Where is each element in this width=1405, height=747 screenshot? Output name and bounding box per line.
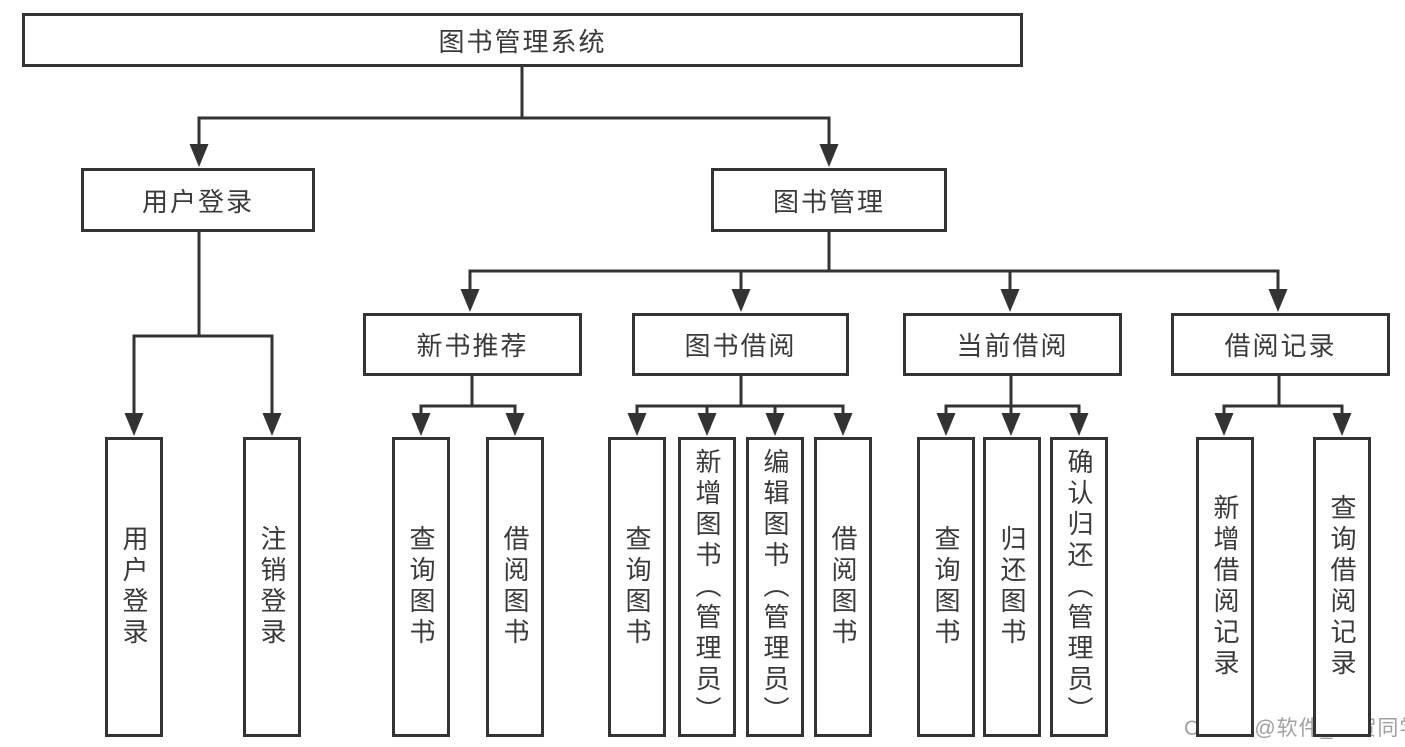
arrowhead-book-borrowing-children-1 <box>697 413 717 436</box>
node-add-borrow-record: 新增借阅记录 <box>1196 437 1254 737</box>
node-label-edit-books-admin: 编辑图书（管理员） <box>760 447 790 727</box>
arrowhead-current-borrowing-children-1 <box>1001 413 1021 436</box>
node-query-books-borrowing: 查询图书 <box>608 437 666 737</box>
node-confirm-return-admin: 确认归还（管理员） <box>1050 437 1108 737</box>
arrowhead-book-borrowing-children-0 <box>627 413 647 436</box>
node-label-borrowing-records: 借阅记录 <box>1224 331 1337 361</box>
node-label-logout-action: 注销登录 <box>257 525 287 649</box>
node-label-root: 图书管理系统 <box>438 26 607 57</box>
node-current-borrowing: 当前借阅 <box>903 313 1122 376</box>
node-borrowing-records: 借阅记录 <box>1171 313 1390 376</box>
node-label-add-books-admin: 新增图书（管理员） <box>692 447 722 727</box>
arrowhead-book-management-children-3 <box>1268 289 1288 312</box>
node-label-query-books-current: 查询图书 <box>931 525 961 649</box>
node-label-book-borrowing: 图书借阅 <box>684 331 797 361</box>
arrowhead-book-management-children-2 <box>1000 289 1020 312</box>
arrowhead-user-login-children-0 <box>124 413 144 436</box>
node-label-book-management: 图书管理 <box>772 186 885 217</box>
arrowhead-current-borrowing-children-2 <box>1069 413 1089 436</box>
node-label-user-login-action: 用户登录 <box>119 525 149 649</box>
node-query-books-recommend: 查询图书 <box>392 437 450 737</box>
node-label-confirm-return-admin: 确认归还（管理员） <box>1064 447 1094 727</box>
node-borrow-books-recommend: 借阅图书 <box>486 437 544 737</box>
node-query-books-current: 查询图书 <box>917 437 975 737</box>
node-query-borrow-record: 查询借阅记录 <box>1313 437 1371 737</box>
node-label-borrow-books-borrowing: 借阅图书 <box>828 525 858 649</box>
arrowhead-book-management-children-1 <box>731 289 751 312</box>
node-logout-action: 注销登录 <box>243 437 301 737</box>
arrowhead-new-book-recommend-children-0 <box>411 413 431 436</box>
node-user-login-action: 用户登录 <box>105 437 163 737</box>
node-label-query-borrow-record: 查询借阅记录 <box>1327 494 1357 680</box>
node-label-new-book-recommend: 新书推荐 <box>416 331 529 361</box>
arrowhead-book-management-children-0 <box>460 289 480 312</box>
arrowhead-new-book-recommend-children-1 <box>505 413 525 436</box>
node-book-borrowing: 图书借阅 <box>632 313 849 376</box>
arrowhead-current-borrowing-children-0 <box>936 413 956 436</box>
arrowhead-borrowing-records-children-0 <box>1214 413 1234 436</box>
arrowhead-borrowing-records-children-1 <box>1332 413 1352 436</box>
arrowhead-user-login-children-1 <box>262 413 282 436</box>
arrowhead-root-children-1 <box>819 144 839 167</box>
arrowhead-root-children-0 <box>189 144 209 167</box>
node-label-user-login: 用户登录 <box>141 186 254 217</box>
node-label-add-borrow-record: 新增借阅记录 <box>1210 494 1240 680</box>
node-add-books-admin: 新增图书（管理员） <box>678 437 736 737</box>
node-new-book-recommend: 新书推荐 <box>363 313 582 376</box>
node-label-return-books: 归还图书 <box>997 525 1027 649</box>
node-label-borrow-books-recommend: 借阅图书 <box>500 525 530 649</box>
arrowhead-book-borrowing-children-3 <box>833 413 853 436</box>
node-return-books: 归还图书 <box>983 437 1041 737</box>
node-root: 图书管理系统 <box>22 13 1023 67</box>
node-label-current-borrowing: 当前借阅 <box>956 331 1069 361</box>
node-label-query-books-borrowing: 查询图书 <box>622 525 652 649</box>
arrowhead-book-borrowing-children-2 <box>765 413 785 436</box>
node-user-login: 用户登录 <box>81 168 315 232</box>
node-label-query-books-recommend: 查询图书 <box>406 525 436 649</box>
node-borrow-books-borrowing: 借阅图书 <box>814 437 872 737</box>
node-edit-books-admin: 编辑图书（管理员） <box>746 437 804 737</box>
node-book-management: 图书管理 <box>711 168 947 232</box>
